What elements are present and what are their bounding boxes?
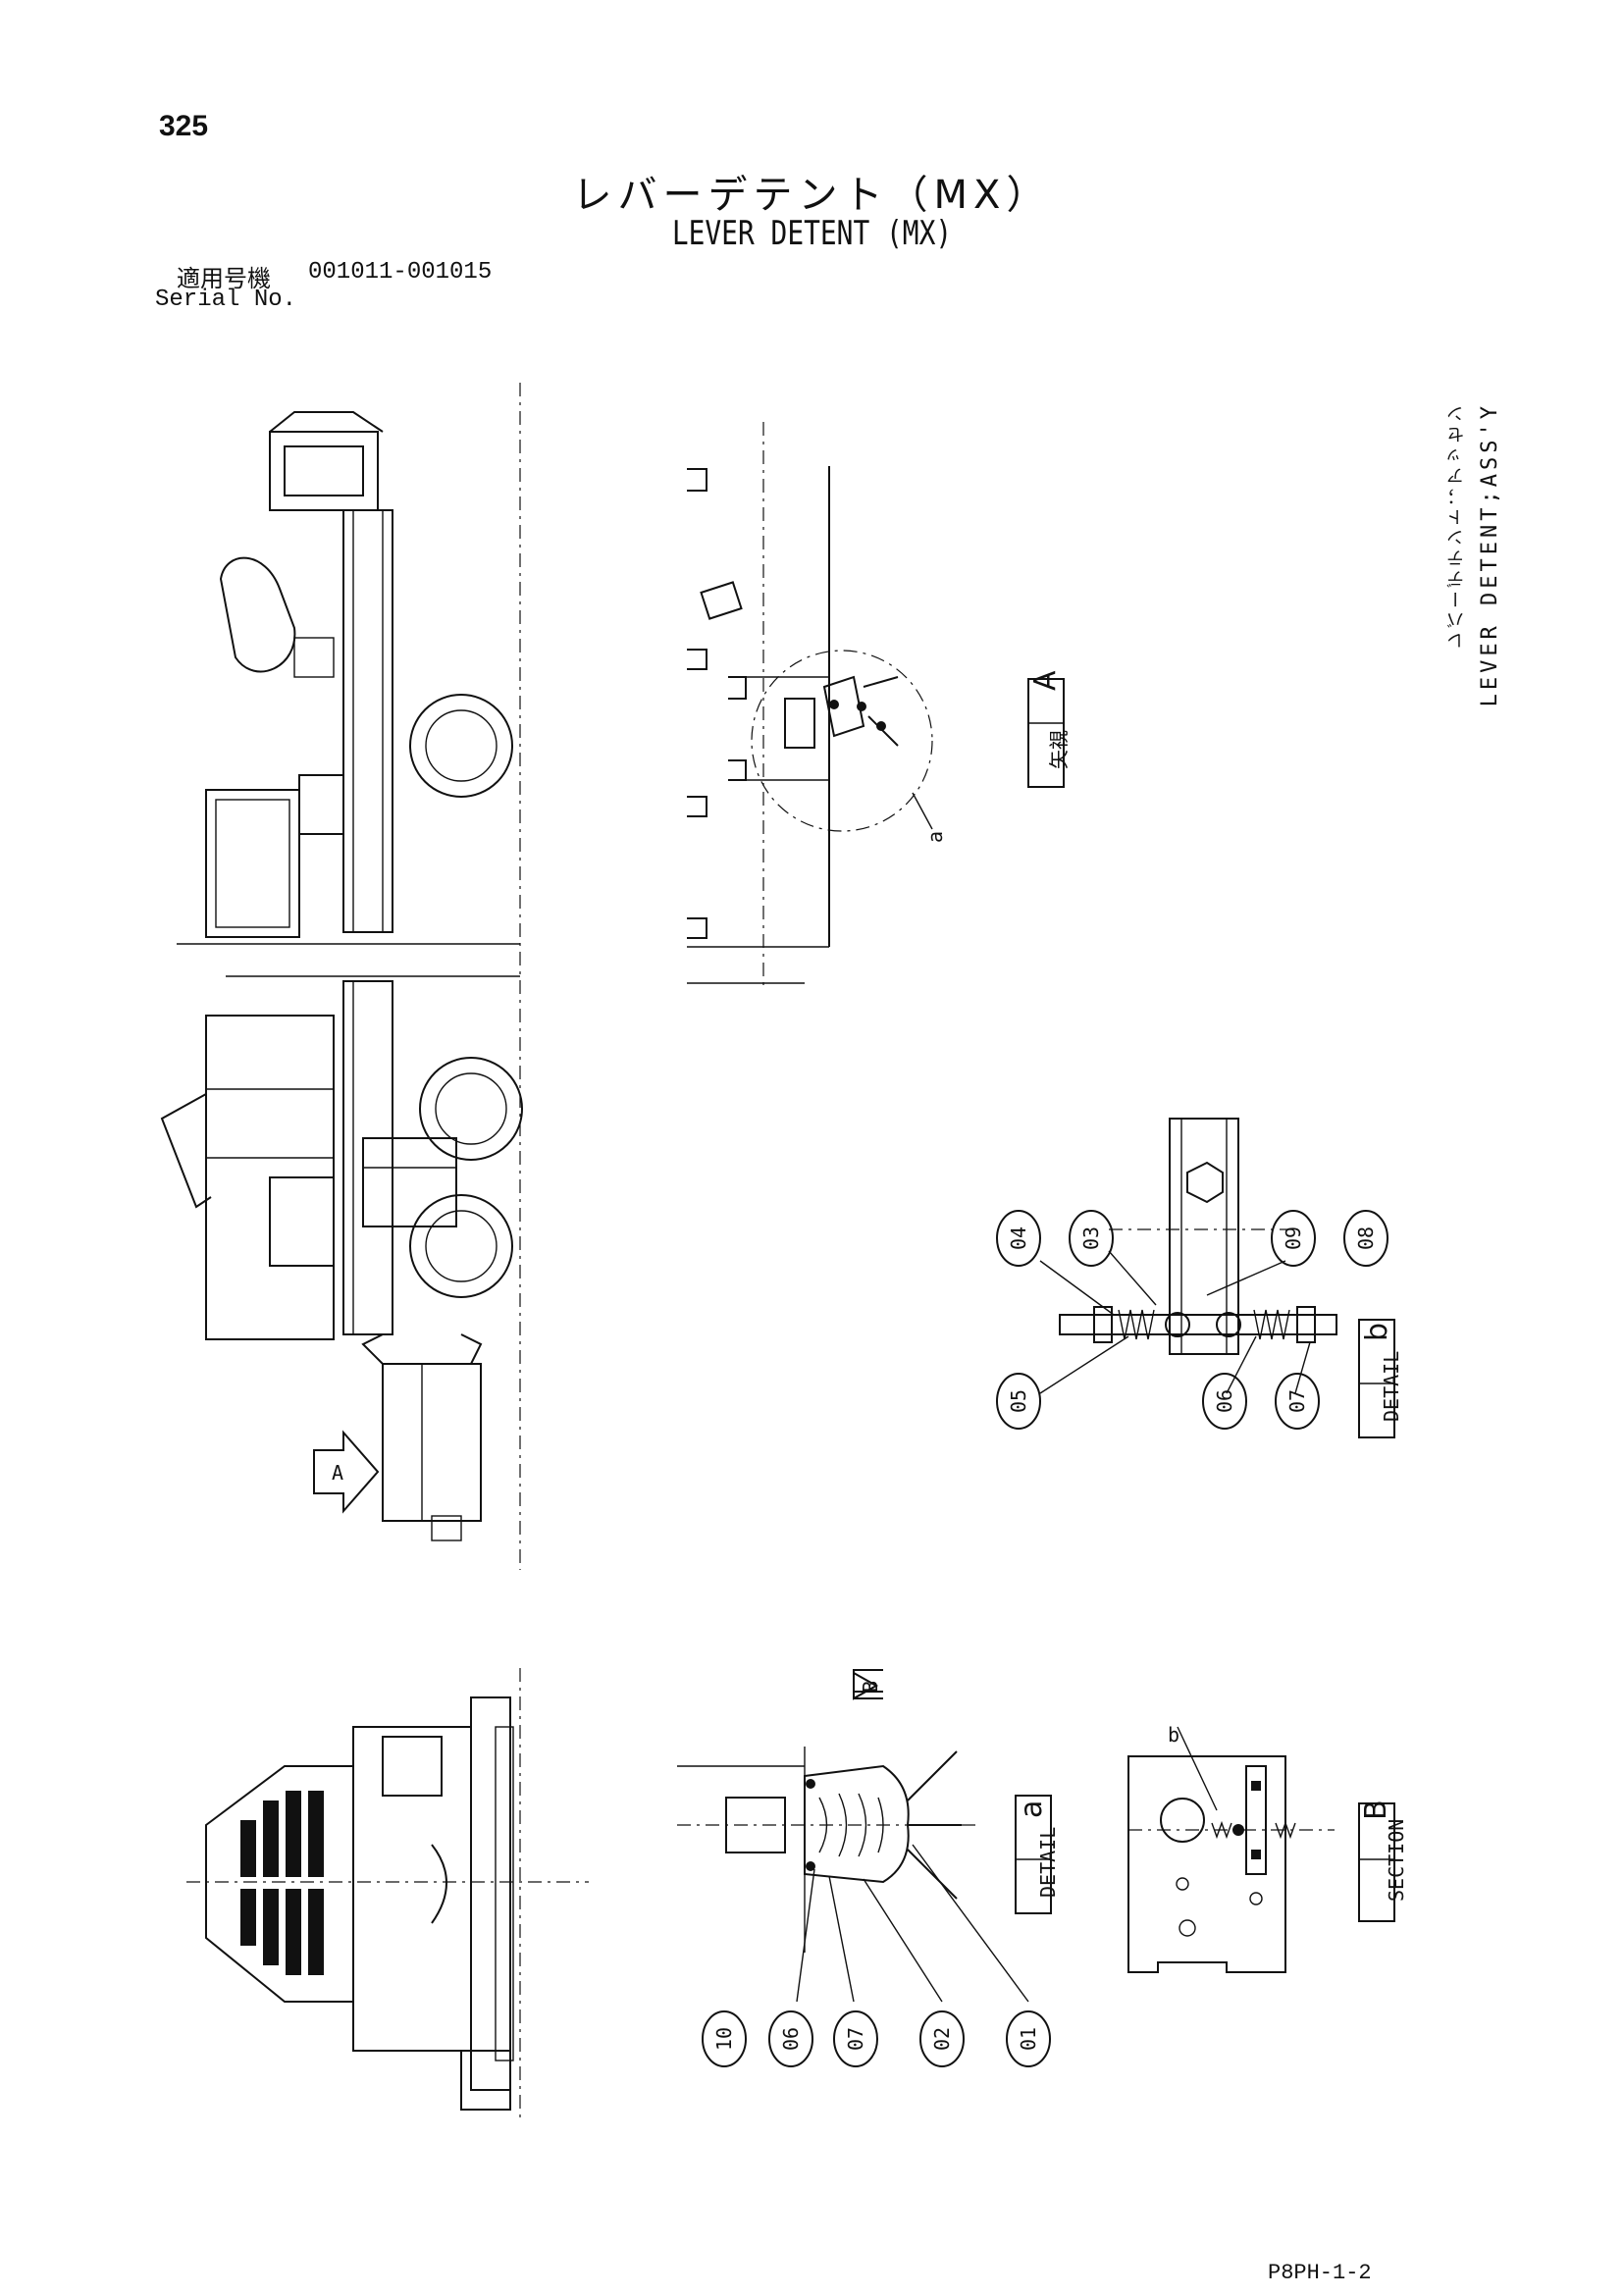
machine-side-view: A bbox=[160, 383, 523, 1570]
part-balloon-06-label: 06 bbox=[1213, 1389, 1236, 1413]
part-balloon-a-02-label: 02 bbox=[930, 2027, 954, 2051]
part-balloon-a-07-circle bbox=[833, 2010, 878, 2067]
arrow-b-label: B bbox=[859, 1681, 882, 1693]
part-balloon-04-label: 04 bbox=[1007, 1226, 1030, 1250]
part-balloon-a-01-label: 01 bbox=[1017, 2027, 1040, 2051]
section-label-en: SECTION bbox=[1385, 1819, 1408, 1902]
part-balloon-03-circle bbox=[1069, 1210, 1114, 1267]
title-english: LEVER DETENT (MX) bbox=[671, 214, 953, 253]
part-balloon-a-01: 01 bbox=[1006, 2010, 1051, 2067]
detail-a-callout: a bbox=[923, 831, 947, 843]
part-balloon-05: 05 bbox=[996, 1373, 1041, 1430]
part-balloon-06-circle bbox=[1202, 1373, 1247, 1430]
part-balloon-03-label: 03 bbox=[1079, 1226, 1103, 1250]
detail-b-label-en: DETAIL bbox=[1380, 1351, 1403, 1422]
view-a-drawing: a A 矢視 bbox=[687, 422, 1071, 991]
detail-b-drawing: b DETAIL bbox=[1039, 1118, 1403, 1438]
part-balloon-a-02-circle bbox=[919, 2010, 965, 2067]
part-balloon-07-label: 07 bbox=[1285, 1389, 1309, 1413]
part-balloon-09-circle bbox=[1271, 1210, 1316, 1267]
part-balloon-09: 09 bbox=[1271, 1210, 1316, 1267]
part-balloon-07-circle bbox=[1275, 1373, 1320, 1430]
page-number: 325 bbox=[159, 110, 209, 142]
detail-a-drawing: B a DETAIL bbox=[677, 1669, 1060, 2003]
part-balloon-a-01-circle bbox=[1006, 2010, 1051, 2067]
page-code: P8PH-1-2 bbox=[1268, 2261, 1372, 2285]
part-balloon-04-circle bbox=[996, 1210, 1041, 1267]
part-balloon-a-06-label: 06 bbox=[779, 2027, 803, 2051]
part-balloon-08-circle bbox=[1343, 1210, 1388, 1267]
part-balloon-a-06-circle bbox=[768, 2010, 813, 2067]
detail-b-letter: b bbox=[1360, 1323, 1394, 1341]
section-detail-b-callout: b bbox=[1168, 1723, 1179, 1747]
part-balloon-a-06: 06 bbox=[768, 2010, 813, 2067]
serial-label-english: Serial No. bbox=[155, 287, 297, 313]
part-balloon-03: 03 bbox=[1069, 1210, 1114, 1267]
view-a-letter: A bbox=[1028, 670, 1063, 691]
part-balloon-08: 08 bbox=[1343, 1210, 1388, 1267]
part-balloon-05-circle bbox=[996, 1373, 1041, 1430]
title-japanese: レバーデテント（MX） bbox=[572, 173, 1052, 218]
part-balloon-06: 06 bbox=[1202, 1373, 1247, 1430]
part-balloon-07: 07 bbox=[1275, 1373, 1320, 1430]
serial-number-range: 001011-001015 bbox=[308, 259, 493, 286]
part-balloon-05-label: 05 bbox=[1007, 1389, 1030, 1413]
arrow-a-label: A bbox=[332, 1461, 343, 1485]
part-balloon-a-10: 10 bbox=[702, 2010, 747, 2067]
detail-a-letter: a bbox=[1015, 1800, 1049, 1818]
part-balloon-a-07: 07 bbox=[833, 2010, 878, 2067]
detail-a-part-balloons: 10 06 07 02 01 bbox=[702, 2010, 1051, 2067]
serial-label-japanese: 適用号機 bbox=[177, 265, 271, 292]
view-a-label-jp: 矢視 bbox=[1047, 730, 1071, 769]
detail-a-label-en: DETAIL bbox=[1036, 1827, 1060, 1898]
section-b-drawing: b B SECTION bbox=[1127, 1723, 1408, 1973]
part-balloon-08-label: 08 bbox=[1354, 1226, 1378, 1250]
section-letter: B bbox=[1359, 1800, 1393, 1820]
part-balloon-a-10-circle bbox=[702, 2010, 747, 2067]
part-balloon-04: 04 bbox=[996, 1210, 1041, 1267]
part-balloon-a-02: 02 bbox=[919, 2010, 965, 2067]
part-balloon-09-label: 09 bbox=[1282, 1226, 1305, 1250]
machine-front-view bbox=[186, 1668, 589, 2119]
part-balloon-a-10-label: 10 bbox=[712, 2027, 736, 2051]
detail-b-part-balloons: 04 03 09 08 05 06 07 bbox=[996, 1210, 1388, 1430]
part-balloon-a-07-label: 07 bbox=[844, 2027, 867, 2051]
